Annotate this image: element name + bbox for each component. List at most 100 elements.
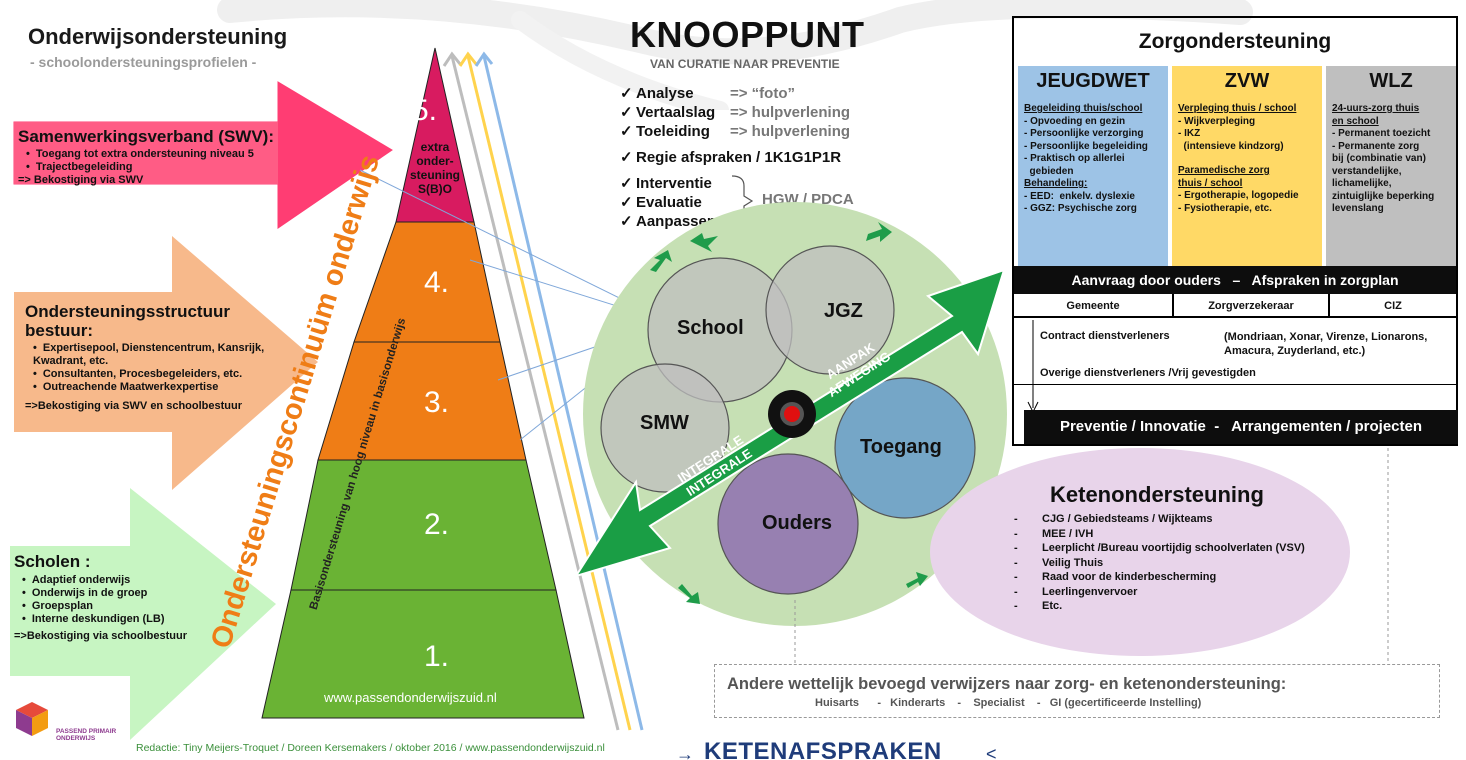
keten-item: CJG / Gebiedsteams / Wijkteams (1014, 512, 1305, 527)
level-5-text: extra onder- steuning S(B)O (410, 140, 460, 196)
zvw-head: ZVW (1224, 70, 1270, 92)
ray-gray (450, 55, 620, 731)
swv-funding: => Bekostiging via SWV (18, 174, 144, 186)
green-arrow (690, 233, 718, 252)
ray-gray-head (442, 51, 462, 67)
circle-jgz (765, 245, 895, 375)
keten-title: Ketenondersteuning (1050, 482, 1264, 507)
circle-ouders (717, 453, 859, 595)
pyramid (261, 47, 669, 731)
keten-list: CJG / Gebiedsteams / Wijkteams MEE / IVH… (1014, 512, 1305, 614)
parties-row: Gemeente Zorgverzekeraar CIZ (1014, 294, 1456, 318)
knooppunt-title: KNOOPPUNT (630, 14, 865, 55)
ray-blue (482, 55, 644, 731)
scholen-block: Scholen : Adaptief onderwijs Onderwijs i… (14, 552, 244, 643)
andere-items: Huisarts - Kinderarts - Specialist - GI … (815, 697, 1202, 709)
wlz-item: verstandelijke, (1332, 165, 1402, 177)
jeugdwet-item: - Praktisch op allerlei (1024, 153, 1125, 164)
keten-item: MEE / IVH (1014, 527, 1305, 542)
party-ciz: CIZ (1384, 300, 1402, 312)
knooppunt-line: ✓Toeleiding=> hulpverlening (620, 123, 851, 140)
scholen-item: Groepsplan (22, 600, 244, 613)
jeugdwet-item: - GGZ: Psychische zorg (1024, 203, 1137, 214)
ketenafspraken-text: KETENAFSPRAKEN (704, 738, 942, 760)
scholen-item: Interne deskundigen (LB) (22, 613, 244, 626)
ray-blue-head (474, 51, 494, 67)
party-gemeente: Gemeente (1014, 294, 1174, 316)
scholen-item: Adaptief onderwijs (22, 574, 244, 587)
wlz-item: - Permanent toezicht (1332, 128, 1431, 139)
wlz-item: lichamelijke, (1332, 178, 1392, 189)
cycle-line: ✓Aanpassen (620, 213, 717, 230)
jeugdwet-item: - Opvoeding en gezin (1024, 115, 1126, 127)
level-5-number: 5. (412, 94, 438, 127)
zorg-box: Zorgondersteuning JEUGDWET Begeleiding t… (1012, 16, 1458, 446)
page-subtitle: - schoolondersteuningsprofielen - (30, 54, 257, 70)
wlz-sub: 24-uurs-zorg thuis en school (1332, 103, 1420, 127)
bestuur-funding: =>Bekostiging via SWV en schoolbestuur (25, 400, 242, 412)
andere-title: Andere wettelijk bevoegd verwijzers naar… (727, 675, 1287, 693)
zvw-item: (intensieve kindzorg) (1178, 140, 1284, 152)
overige-label: Overige dienstverleners /Vrij gevestigde… (1040, 367, 1256, 379)
swv-title: Samenwerkingsverband (SWV): (18, 127, 275, 146)
zvw-column: ZVW Verpleging thuis / school - Wijkverp… (1172, 66, 1322, 282)
knooppunt-line: ✓Analyse=> “foto” (620, 85, 796, 102)
swv-block: Samenwerkingsverband (SWV): Toegang tot … (18, 127, 318, 187)
ray-yellow-head (458, 51, 478, 67)
keten-item: Leerplicht /Bureau voortijdig schoolverl… (1014, 541, 1305, 556)
credit-text: Redactie: Tiny Meijers-Troquet / Doreen … (136, 742, 605, 754)
knooppunt-list: ✓Analyse=> “foto” ✓Vertaalslag=> hulpver… (620, 84, 850, 231)
target-inner (784, 406, 800, 422)
preventie-bar: Preventie / Innovatie - Arrangementen / … (1024, 410, 1458, 444)
jeugdwet-item: gebieden (1024, 165, 1074, 177)
scholen-funding: =>Bekostiging via schoolbestuur (14, 630, 187, 642)
circle-label-jgz: JGZ (824, 300, 863, 322)
zvw-sub: Verpleging thuis / school (1178, 103, 1297, 114)
green-arrow (906, 572, 928, 588)
connector-line (359, 169, 669, 323)
jeugdwet-item: - EED: enkelv. dyslexie (1024, 190, 1135, 202)
jeugdwet-sub: Behandeling: (1024, 178, 1088, 189)
bestuur-title: Ondersteuningsstructuur bestuur: (25, 302, 230, 340)
bestuur-item: Outreachende Maatwerkexpertise (33, 381, 290, 394)
zvw-item: - IKZ (1178, 128, 1201, 139)
bestuur-item: Consultanten, Procesbegeleiders, etc. (33, 368, 290, 381)
logo-text: PASSEND PRIMAIR ONDERWIJS (56, 728, 117, 742)
zvw-sub: Paramedische zorg thuis / school (1178, 165, 1270, 189)
zvw-item: - Wijkverpleging (1178, 115, 1256, 127)
overige-rule (1014, 384, 1456, 385)
keten-item: Leerlingenvervoer (1014, 585, 1305, 600)
cycle-line: ✓Evaluatie (620, 194, 702, 211)
wlz-head: WLZ (1369, 70, 1413, 92)
level-1-number: 1. (424, 640, 450, 673)
wlz-item: levenslang (1332, 203, 1384, 214)
circle-label-toegang: Toegang (860, 436, 942, 458)
contract-names: (Mondriaan, Xonar, Virenze, Lionarons, A… (1224, 331, 1428, 357)
wlz-column: WLZ 24-uurs-zorg thuis en school - Perma… (1326, 66, 1456, 282)
green-arrow (678, 584, 700, 604)
arrow-left-decoration: → (676, 744, 694, 760)
level-3-number: 3. (424, 386, 450, 419)
jeugdwet-head: JEUGDWET (1036, 70, 1150, 92)
zvw-item: - Fysiotherapie, etc. (1178, 202, 1272, 214)
rope-decoration (217, 0, 1253, 110)
andere-box: Andere wettelijk bevoegd verwijzers naar… (714, 664, 1440, 718)
swv-item: Toegang tot extra ondersteuning niveau 5 (26, 148, 318, 161)
knooppunt-line: ✓Vertaalslag=> hulpverlening (620, 104, 851, 121)
pyramid-url: www.passendonderwijszuid.nl (324, 690, 497, 705)
jeugdwet-sub: Begeleiding thuis/school (1024, 103, 1143, 114)
zorg-title: Zorgondersteuning (1138, 30, 1332, 53)
keten-item: Raad voor de kinderbescherming (1014, 570, 1305, 585)
circle-label-smw: SMW (640, 412, 689, 434)
bestuur-item: Expertisepool, Dienstencentrum, Kansrijk… (33, 342, 290, 368)
wlz-item: - Permanente zorg (1332, 140, 1420, 152)
page-title: Onderwijsondersteuning (28, 24, 288, 49)
circle-label-school: School (677, 317, 744, 339)
party-zorgverzekeraar: Zorgverzekeraar (1174, 294, 1330, 316)
level-4-number: 4. (424, 266, 450, 299)
aanvraag-bar: Aanvraag door ouders – Afspraken in zorg… (1014, 266, 1456, 294)
zvw-item: - Ergotherapie, logopedie (1178, 190, 1299, 201)
keten-item: Etc. (1014, 599, 1305, 614)
down-arrow (1027, 320, 1039, 414)
jeugdwet-column: JEUGDWET Begeleiding thuis/school - Opvo… (1018, 66, 1168, 282)
